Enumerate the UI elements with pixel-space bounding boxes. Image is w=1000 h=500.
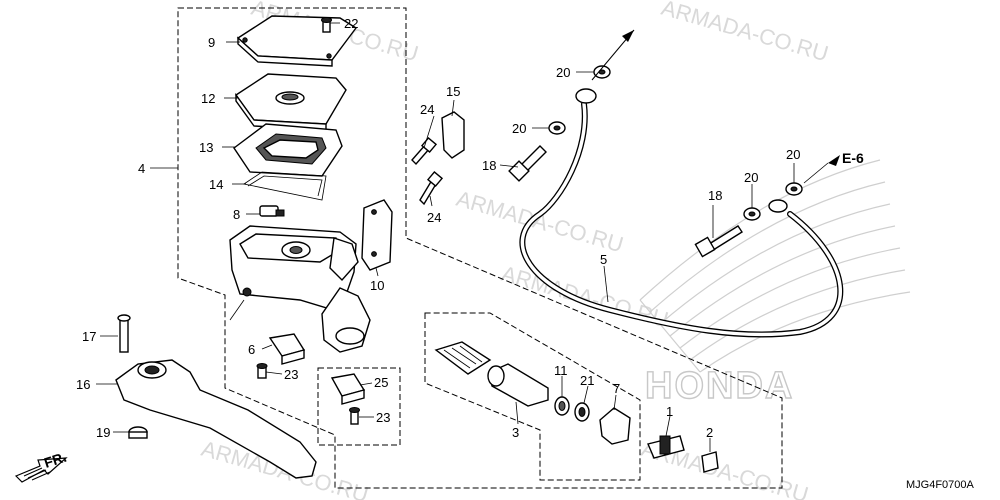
watermark-top-right: ARMADA-CO.RU [659, 0, 832, 66]
reference-e6: E-6 [842, 150, 864, 166]
part-24-bolt-lower [419, 170, 444, 206]
part-23-screw-lower [349, 407, 360, 425]
callout-23-upper: 23 [284, 367, 298, 382]
arrow-e6-icon [828, 155, 840, 166]
callout-15: 15 [446, 84, 460, 99]
callout-22: 22 [344, 16, 358, 31]
callout-18-right: 18 [708, 188, 722, 203]
part-20-washer-right-lower [743, 207, 761, 221]
part-2-cap [701, 451, 719, 473]
callout-9: 9 [208, 35, 215, 50]
watermark-middle: ARMADA-CO.RU [454, 186, 627, 258]
part-9-reservoir-cap [236, 15, 358, 67]
assembly-boundaries [150, 7, 783, 489]
callout-25: 25 [374, 375, 388, 390]
callout-24-lower: 24 [427, 210, 441, 225]
callout-2: 2 [706, 425, 713, 440]
part-10-holder [361, 199, 393, 271]
part-8-screw [259, 205, 285, 217]
callout-13: 13 [199, 140, 213, 155]
callout-20-right-upper: 20 [786, 147, 800, 162]
direction-arrows [591, 29, 840, 166]
part-13-diaphragm [233, 123, 343, 177]
part-7-boot [599, 407, 631, 445]
callout-23-lower: 23 [376, 410, 390, 425]
callout-11: 11 [554, 363, 568, 378]
part-3-piston-set [434, 341, 549, 407]
part-14-clip [242, 171, 327, 201]
wing-logo-icon [639, 159, 911, 373]
callout-20-right-lower: 20 [744, 170, 758, 185]
part-17-pivot-bolt [117, 314, 131, 353]
part-1-bleed-valve [647, 435, 685, 459]
part-19-cap [128, 426, 148, 439]
part-21-ring [574, 402, 590, 422]
front-marker: FR. [14, 449, 68, 483]
part-20-washer-right-upper [785, 182, 803, 196]
part-16-brake-lever [115, 359, 317, 479]
callout-17: 17 [82, 329, 96, 344]
callout-6: 6 [248, 342, 255, 357]
callout-18-upper: 18 [482, 158, 496, 173]
part-23-screw-upper [256, 363, 268, 379]
callout-16: 16 [76, 377, 90, 392]
brand-logo: HONDA [639, 159, 911, 408]
callout-10: 10 [370, 278, 384, 293]
brand-wordmark: HONDA [645, 365, 794, 407]
part-25-switch [330, 373, 366, 405]
leader-lines [96, 22, 829, 452]
callout-19: 19 [96, 425, 110, 440]
arrow-head-icon [622, 30, 634, 42]
callout-4: 4 [138, 161, 145, 176]
front-arrow-icon [14, 457, 68, 483]
callout-21: 21 [580, 373, 594, 388]
part-22-screw [321, 17, 332, 33]
part-18-banjo-bolt-right [694, 225, 743, 258]
callout-7: 7 [613, 381, 620, 396]
callout-1: 1 [666, 404, 673, 419]
callout-8: 8 [233, 207, 240, 222]
diagram-code: MJG4F0700A [906, 479, 975, 491]
part-12-diaphragm-plate [235, 73, 347, 131]
callout-12: 12 [201, 91, 215, 106]
part-4-master-cylinder [229, 225, 371, 353]
part-15-cover [441, 111, 465, 159]
callout-5: 5 [600, 252, 607, 267]
part-20-washer-upper [548, 121, 566, 135]
front-marker-label: FR. [42, 449, 68, 471]
callout-3: 3 [512, 425, 519, 440]
part-24-bolt-upper [411, 136, 438, 166]
callout-24-upper: 24 [420, 102, 434, 117]
callout-labels: 9 22 12 13 4 14 8 24 24 15 10 18 20 20 1… [76, 16, 800, 440]
part-18-banjo-bolt-upper [508, 145, 547, 182]
part-11-circlip [554, 396, 570, 416]
callout-20-upper: 20 [512, 121, 526, 136]
part-6-switch [268, 333, 306, 365]
callout-20-top: 20 [556, 65, 570, 80]
callout-14: 14 [209, 177, 223, 192]
part-5-brake-hose [519, 88, 844, 338]
